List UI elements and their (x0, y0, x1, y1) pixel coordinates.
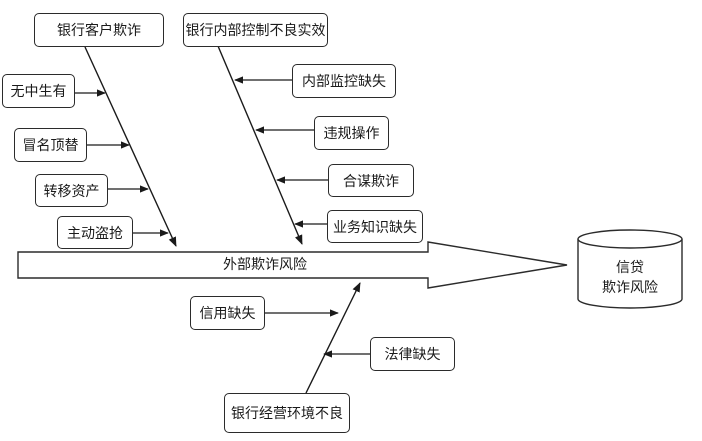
sub-cause-box: 主动盗抢 (57, 216, 133, 249)
cause-box-environment: 银行经营环境不良 (224, 393, 350, 433)
cause-label: 银行经营环境不良 (231, 406, 343, 422)
result-label-line2: 欺诈风险 (602, 280, 658, 296)
sub-cause-box: 内部监控缺失 (292, 64, 396, 98)
sub-cause-box: 法律缺失 (370, 337, 455, 371)
sub-cause-label: 内部监控缺失 (302, 74, 386, 90)
sub-cause-label: 法律缺失 (384, 347, 441, 363)
sub-cause-label: 转移资产 (43, 183, 100, 200)
bone-top-right (217, 45, 303, 245)
sub-cause-label: 信用缺失 (199, 306, 256, 322)
bone-bottom (305, 282, 361, 394)
bone-top-left (84, 46, 177, 247)
sub-cause-box: 违规操作 (314, 116, 389, 150)
sub-cause-box: 合谋欺诈 (328, 164, 414, 197)
sub-cause-label: 冒名顶替 (22, 138, 79, 154)
sub-cause-box: 无中生有 (2, 74, 75, 108)
sub-cause-box: 业务知识缺失 (327, 210, 423, 243)
cause-label: 银行客户欺诈 (57, 23, 141, 39)
cause-box-internal-control: 银行内部控制不良实效 (183, 13, 328, 47)
spine-arrow (17, 241, 568, 289)
sub-cause-label: 主动盗抢 (67, 225, 123, 242)
sub-cause-label: 业务知识缺失 (333, 219, 417, 236)
sub-cause-label: 合谋欺诈 (343, 173, 399, 190)
sub-cause-box: 转移资产 (35, 174, 108, 207)
spine-label: 外部欺诈风险 (223, 257, 307, 273)
cause-label: 银行内部控制不良实效 (185, 23, 326, 39)
cause-box-customer-fraud: 银行客户欺诈 (34, 13, 164, 47)
sub-cause-label: 无中生有 (10, 84, 67, 100)
sub-cause-label: 违规操作 (323, 126, 380, 142)
sub-cause-box: 冒名顶替 (14, 128, 87, 162)
result-cylinder (577, 229, 683, 309)
result-label-line1: 信贷 (616, 260, 644, 276)
sub-cause-box: 信用缺失 (190, 296, 265, 330)
